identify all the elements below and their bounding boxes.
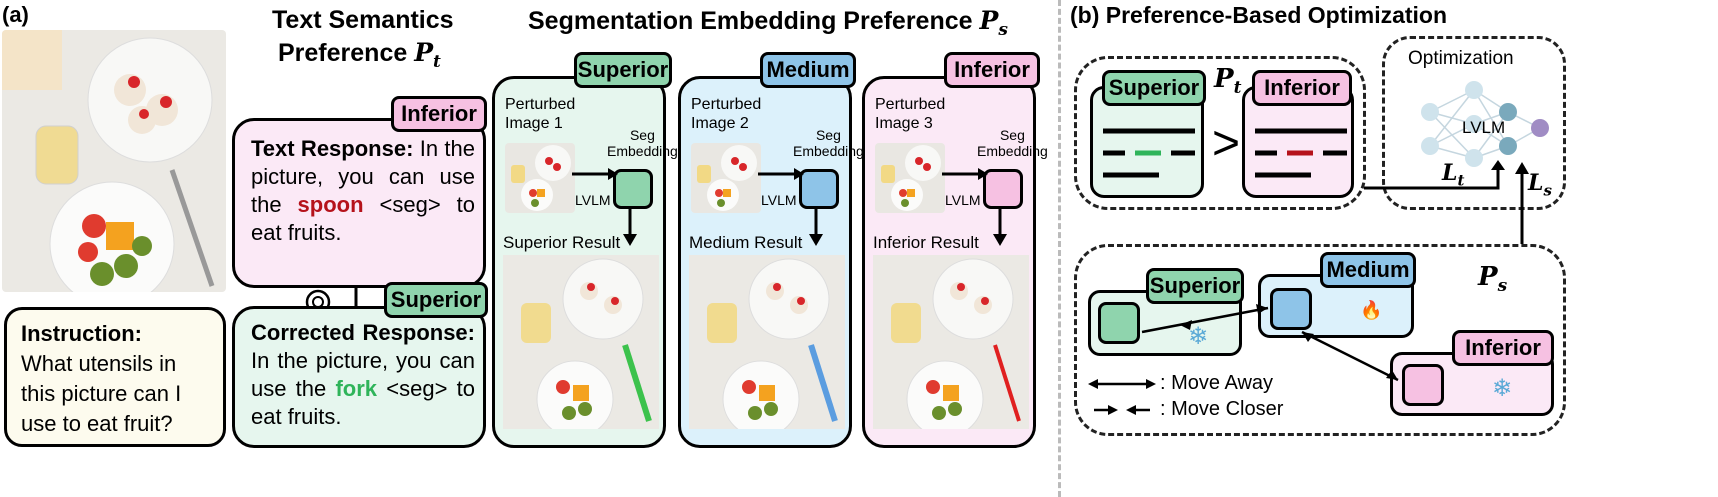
seg-panel-arrows [758,168,823,246]
perturbed-image [691,143,761,213]
result-image [689,255,845,429]
seg-panel-arrows [572,168,637,246]
ls-symbol: Ls [1528,170,1552,200]
corrected-response-tag: Superior [384,282,488,318]
lvlm-label: LVLM [1462,118,1506,137]
lvlm-label: LVLM [761,192,797,208]
perturbed-image [875,143,945,213]
result-image [873,255,1029,429]
text-response-tag: Inferior [391,96,487,132]
instruction-box: Instruction: What utensils in this pictu… [4,307,226,447]
result-image [503,255,659,429]
pt-symbol: Pt [1214,64,1242,99]
corrected-response-box: Corrected Response: In the picture, you … [232,306,486,448]
ls-arrow [1515,162,1529,244]
neural-network-icon [1421,81,1549,167]
seg-embedding-box [613,169,653,209]
seg-panel-tag-3: Inferior [944,52,1040,88]
ps-superior-tag: Superior [1146,268,1244,304]
text-pref-title-line2: Preference Pt [278,38,441,72]
seg-panel-tag-2: Medium [760,52,856,88]
pt-superior-lines [1103,128,1195,178]
seg-panel-tag-1: Superior [574,52,672,88]
ps-dashed-box [1074,244,1566,436]
snowflake-icon: ❄ [1492,375,1513,402]
instruction-label: Instruction: [21,321,142,346]
seg-panel-arrows [942,168,1007,246]
move-closer-label: : Move Closer [1160,398,1284,420]
flame-icon: 🔥 [1360,300,1383,320]
optimization-dashed-box [1382,36,1566,210]
lt-arrow [1364,160,1505,190]
ps-superior-embedding [1098,302,1140,344]
ps-inferior-tag: Inferior [1452,330,1554,366]
text-pref-title-line1: Text Semantics [272,6,454,34]
panel-b-title: (b) Preference-Based Optimization [1070,2,1448,28]
instruction-line-3: use to eat fruit? [21,411,173,436]
seg-embedding-box [983,169,1023,209]
pt-superior-tag: Superior [1102,70,1206,106]
pt-dashed-box [1074,56,1366,210]
pt-inferior-tag: Inferior [1252,70,1352,106]
gt-symbol: > [1212,117,1241,170]
snowflake-icon: ❄ [1188,323,1209,350]
instruction-line-2: this picture can I [21,381,182,406]
pt-inferior-lines [1255,128,1347,178]
lvlm-label: LVLM [575,192,611,208]
perturbed-image [505,143,575,213]
optimization-label: Optimization [1408,48,1514,69]
food-photo [2,30,226,292]
corrected-response-body: Corrected Response: In the picture, you … [251,320,475,429]
ps-arrows [1088,304,1399,415]
move-away-label: : Move Away [1160,372,1274,394]
result-label: Inferior Result [873,233,979,252]
ps-inferior-embedding [1402,364,1444,406]
text-response-box: Text Response: In the picture, you can u… [232,118,486,288]
result-label: Superior Result [503,233,621,252]
seg-pref-title: Segmentation Embedding Preference Ps [528,6,1008,40]
ps-medium-embedding [1270,288,1312,330]
food-photo-illustration [2,30,215,292]
result-label: Medium Result [689,233,803,252]
text-response-body: Text Response: In the picture, you can u… [251,136,475,245]
ps-symbol: Ps [1478,262,1508,297]
lt-symbol: Lt [1442,160,1465,190]
move-closer-head [1180,320,1192,330]
panel-a-label: (a) [2,2,29,27]
panel-separator [1058,0,1061,497]
instruction-line-1: What utensils in [21,351,177,376]
lvlm-label: LVLM [945,192,981,208]
ps-medium-tag: Medium [1320,252,1416,288]
seg-embedding-box [799,169,839,209]
